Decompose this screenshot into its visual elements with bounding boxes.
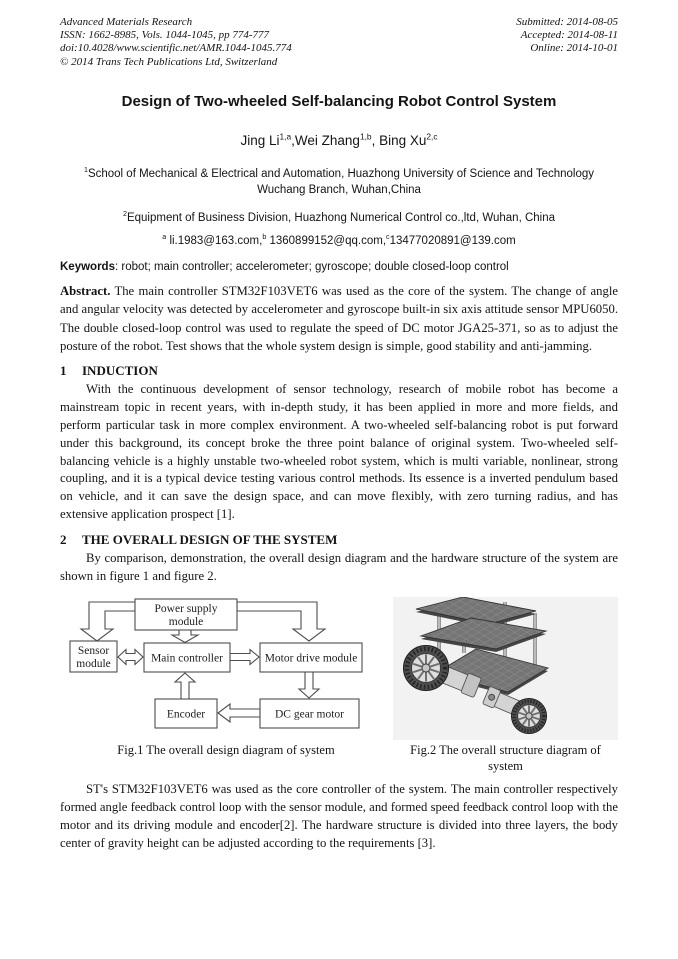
journal-info: Advanced Materials Research ISSN: 1662-8… [60, 16, 292, 69]
diagram-box-power-supply [134, 598, 238, 631]
section-2-heading: 2 THE OVERALL DESIGN OF THE SYSTEM [60, 531, 618, 548]
diagram-label-dc-gear-motor: DC gear motor [275, 709, 344, 721]
diagram-label-power-supply-1: Power supply [155, 603, 218, 615]
robot-wheel-left [403, 645, 449, 692]
arrow-power-to-motor-drive [236, 601, 327, 643]
arrow-power-to-main [169, 629, 201, 644]
diagram-label-motor-drive: Motor drive module [265, 653, 358, 665]
robot-wheel-right [510, 698, 548, 735]
journal-doi: doi:10.4028/www.scientific.net/AMR.1044-… [60, 42, 292, 55]
figure-2-image [393, 597, 618, 741]
section-1-title: INDUCTION [82, 363, 158, 379]
arrow-sensor-main-bidirectional [117, 648, 144, 667]
figure-2-caption: Fig.2 The overall structure diagram of s… [410, 743, 601, 774]
journal-copyright: © 2014 Trans Tech Publications Ltd, Swit… [60, 55, 278, 68]
robot-plate-bottom [434, 648, 550, 696]
arrow-encoder-to-main [173, 672, 197, 700]
section-1-heading: 1 INDUCTION [60, 362, 618, 379]
robot-plate-middle [419, 617, 548, 653]
keywords-text: : robot; main controller; accelerometer;… [114, 260, 509, 273]
section-1-paragraph: With the continuous development of senso… [60, 382, 618, 522]
arrow-dc-motor-to-encoder [217, 703, 261, 724]
online-date: Online: 2014-10-01 [530, 42, 618, 55]
page-title: Design of Two-wheeled Self-balancing Rob… [121, 92, 557, 110]
section-2-title: THE OVERALL DESIGN OF THE SYSTEM [82, 531, 338, 547]
section-1-number: 1 [60, 363, 67, 379]
keywords-line: Keywords: robot; main controller; accele… [60, 259, 618, 275]
arrow-motor-drive-to-dc-motor [297, 671, 321, 700]
figure-captions-row: Fig.1 The overall design diagram of syst… [60, 742, 618, 774]
journal-name: Advanced Materials Research [60, 16, 193, 28]
diagram-box-encoder [154, 698, 218, 729]
closing-paragraph: ST's STM32F103VET6 was used as the core … [60, 782, 618, 850]
section-2-intro-paragraph: By comparison, demonstration, the overal… [60, 550, 618, 583]
submitted-date: Submitted: 2014-08-05 [516, 16, 618, 28]
page-header: Advanced Materials Research ISSN: 1662-8… [60, 16, 618, 69]
arrow-main-to-motor-drive [229, 648, 260, 667]
diagram-label-power-supply-2: module [169, 616, 204, 628]
keywords-label: Keywords [60, 260, 115, 273]
authors-line: Jing Li1,a,Wei Zhang1,b, Bing Xu2,c [240, 131, 438, 148]
abstract-text: The main controller STM32F103VET6 was us… [60, 283, 618, 354]
author-emails: a li.1983@163.com,b 1360899152@qq.com,c1… [162, 233, 516, 248]
figure-1-diagram: Power supply module Sensor module Main c… [69, 598, 363, 729]
diagram-label-sensor-2: module [76, 658, 111, 670]
affiliation-2: 2Equipment of Business Division, Huazhon… [122, 209, 556, 224]
section-2-number: 2 [60, 531, 67, 547]
abstract-label: Abstract. [60, 283, 111, 298]
abstract-paragraph: Abstract. The main controller STM32F103V… [60, 282, 618, 356]
diagram-box-main-controller [143, 642, 231, 673]
affiliation-1: 1School of Mechanical & Electrical and A… [83, 165, 595, 197]
diagram-box-sensor-module [69, 640, 118, 673]
figures-row: Power supply module Sensor module Main c… [60, 597, 618, 741]
journal-issn: ISSN: 1662-8985, Vols. 1044-1045, pp 774… [60, 29, 269, 42]
diagram-box-motor-drive [259, 642, 363, 673]
accepted-date: Accepted: 2014-08-11 [520, 29, 618, 42]
diagram-box-dc-gear-motor [259, 698, 360, 729]
figure-1-caption: Fig.1 The overall design diagram of syst… [117, 743, 335, 758]
arrow-power-to-sensor [79, 601, 136, 643]
diagram-label-sensor-1: Sensor [78, 645, 109, 657]
diagram-label-main-controller: Main controller [151, 653, 223, 665]
submission-info: Submitted: 2014-08-05 Accepted: 2014-08-… [516, 16, 618, 56]
diagram-label-encoder: Encoder [167, 709, 205, 721]
